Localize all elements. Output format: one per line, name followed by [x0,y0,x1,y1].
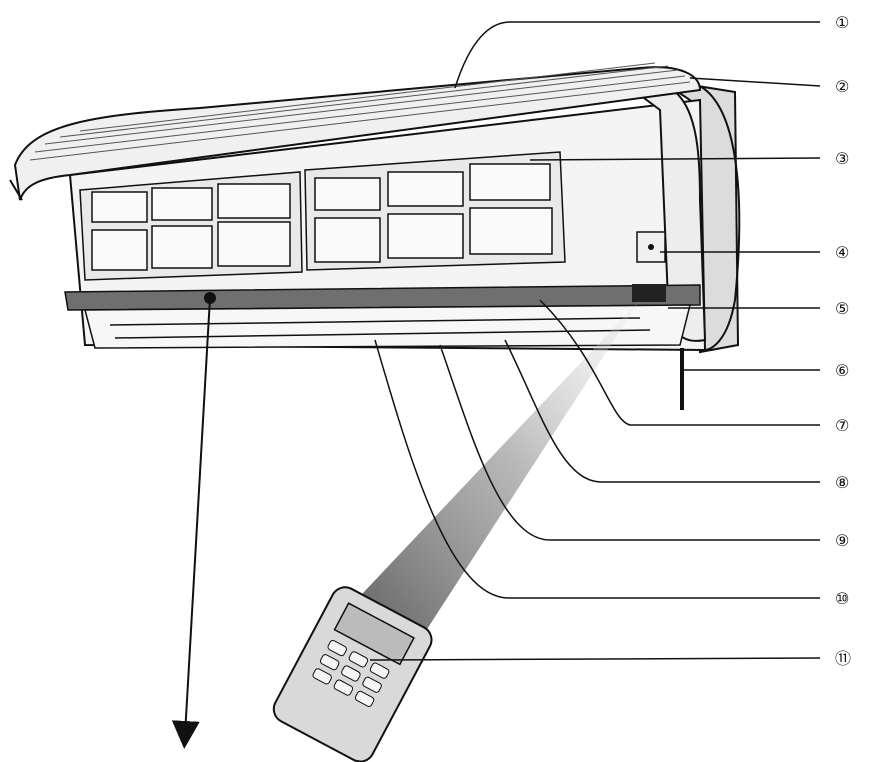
display-strip [64,284,701,311]
direction-arrow [171,297,211,749]
front-panel [9,62,702,201]
callout-2: ② [835,77,849,96]
louvers [84,304,691,349]
callout-10: ⑩ [835,589,849,608]
callout-8: ⑧ [835,473,849,492]
leader-lines [369,21,821,661]
callout-9: ⑨ [835,531,849,550]
callout-7: ⑦ [835,416,849,435]
callout-11: ⑪ [835,649,851,668]
callout-4: ④ [835,243,849,262]
callout-1: ① [835,13,849,32]
callout-6: ⑥ [835,361,849,380]
callout-3: ③ [835,149,849,168]
remote-signal-beam [345,300,640,640]
power-switch-box [636,231,666,263]
signal-receiver [632,284,666,302]
callout-labels: ① ② ③ ④ ⑤ ⑥ ⑦ ⑧ ⑨ ⑩ ⑪ [835,13,851,668]
air-filters [79,151,566,281]
callout-5: ⑤ [835,299,849,318]
remote-control [272,586,433,762]
